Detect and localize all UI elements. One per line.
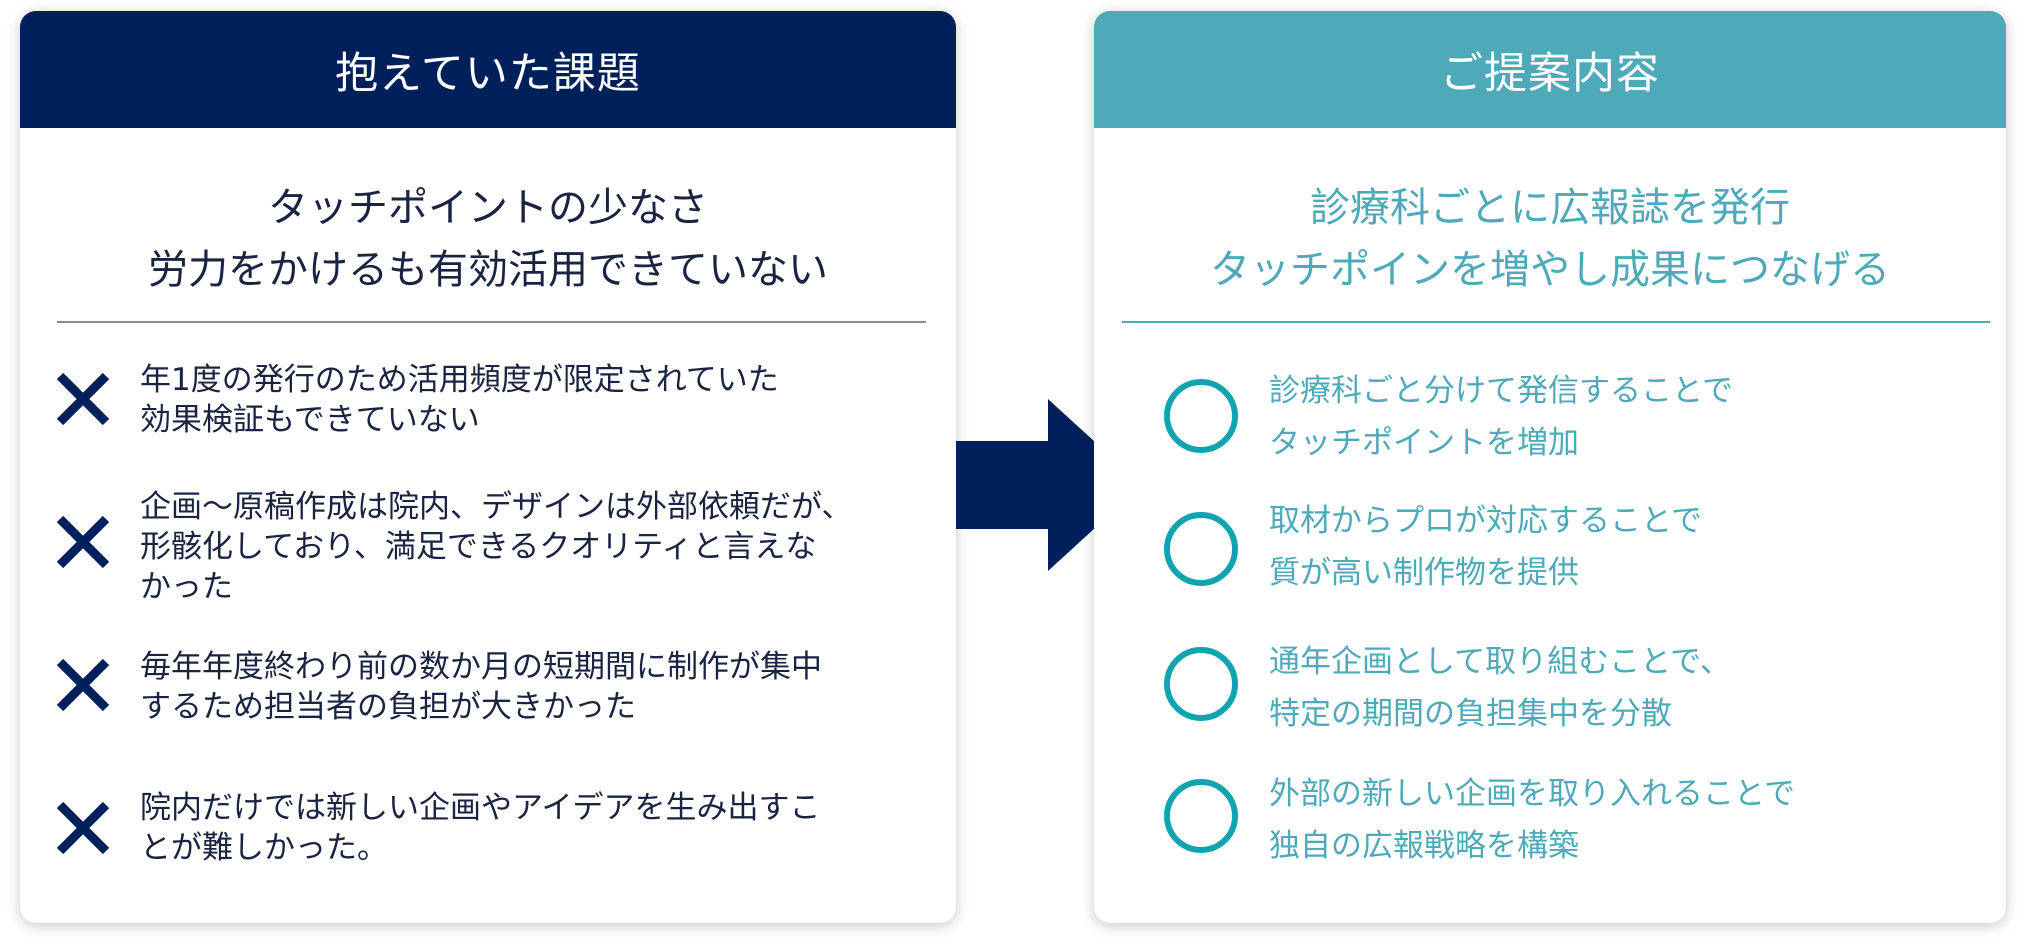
issues-header: 抱えていた課題 [20, 11, 956, 128]
proposal-item-1-line-1: 診療科ごと分けて発信することで [1269, 373, 1734, 409]
proposal-heading-line-2: タッチポインを増やし成果につなげる [1210, 247, 1890, 293]
cross-icon [56, 372, 110, 426]
arrow-right-icon [956, 399, 1142, 571]
proposal-item-2-line-1: 取材からプロが対応することで [1269, 503, 1703, 539]
issue-item-1-line-1: 年1度の発行のため活用頻度が限定されていた [140, 362, 779, 398]
proposal-item-4-line-1: 外部の新しい企画を取り入れることで [1269, 776, 1796, 812]
cross-icon [56, 801, 110, 855]
proposal-divider [1122, 321, 1990, 323]
issue-item-4-line-1: 院内だけでは新しい企画やアイデアを生み出すこ [140, 790, 821, 826]
proposal-item-3-line-1: 通年企画として取り組むことで、 [1269, 644, 1731, 680]
issue-item-1-line-2: 効果検証もできていない [140, 402, 480, 438]
issue-item-2-line-3: かった [140, 569, 233, 605]
proposal-header: ご提案内容 [1094, 11, 2006, 128]
issues-divider [57, 321, 926, 323]
proposal-heading-line-1: 診療科ごとに広報誌を発行 [1310, 185, 1790, 231]
issue-item-3-line-1: 毎年年度終わり前の数か月の短期間に制作が集中 [140, 649, 822, 685]
cross-icon [56, 658, 110, 712]
proposal-item-4-line-2: 独自の広報戦略を構築 [1269, 828, 1579, 864]
circle-icon [1164, 512, 1238, 586]
circle-icon [1164, 779, 1238, 853]
issue-item-2-line-2: 形骸化しており、満足できるクオリティと言えな [140, 529, 817, 565]
issue-item-3-line-2: するため担当者の負担が大きかった [140, 689, 636, 725]
proposal-item-3-line-2: 特定の期間の負担集中を分散 [1269, 696, 1672, 732]
issues-panel: 抱えていた課題 タッチポイントの少なさ 労力をかけるも有効活用できていない 年1… [20, 11, 956, 923]
proposal-panel: ご提案内容 診療科ごとに広報誌を発行 タッチポインを増やし成果につなげる 診療科… [1094, 11, 2006, 923]
issues-heading-line-2: 労力をかけるも有効活用できていない [148, 247, 828, 293]
proposal-heading: 診療科ごとに広報誌を発行 タッチポインを増やし成果につなげる [1094, 177, 2006, 301]
issue-item-4-line-2: とが難しかった。 [140, 830, 388, 866]
issue-item-2-line-1: 企画〜原稿作成は院内、デザインは外部依頼だが、 [140, 489, 853, 525]
circle-icon [1164, 379, 1238, 453]
proposal-item-2-line-2: 質が高い制作物を提供 [1269, 555, 1579, 591]
circle-icon [1164, 647, 1238, 721]
cross-icon [56, 515, 110, 569]
issues-heading-line-1: タッチポイントの少なさ [268, 185, 708, 231]
issues-heading: タッチポイントの少なさ 労力をかけるも有効活用できていない [20, 177, 956, 301]
proposal-item-1-line-2: タッチポイントを増加 [1269, 425, 1579, 461]
